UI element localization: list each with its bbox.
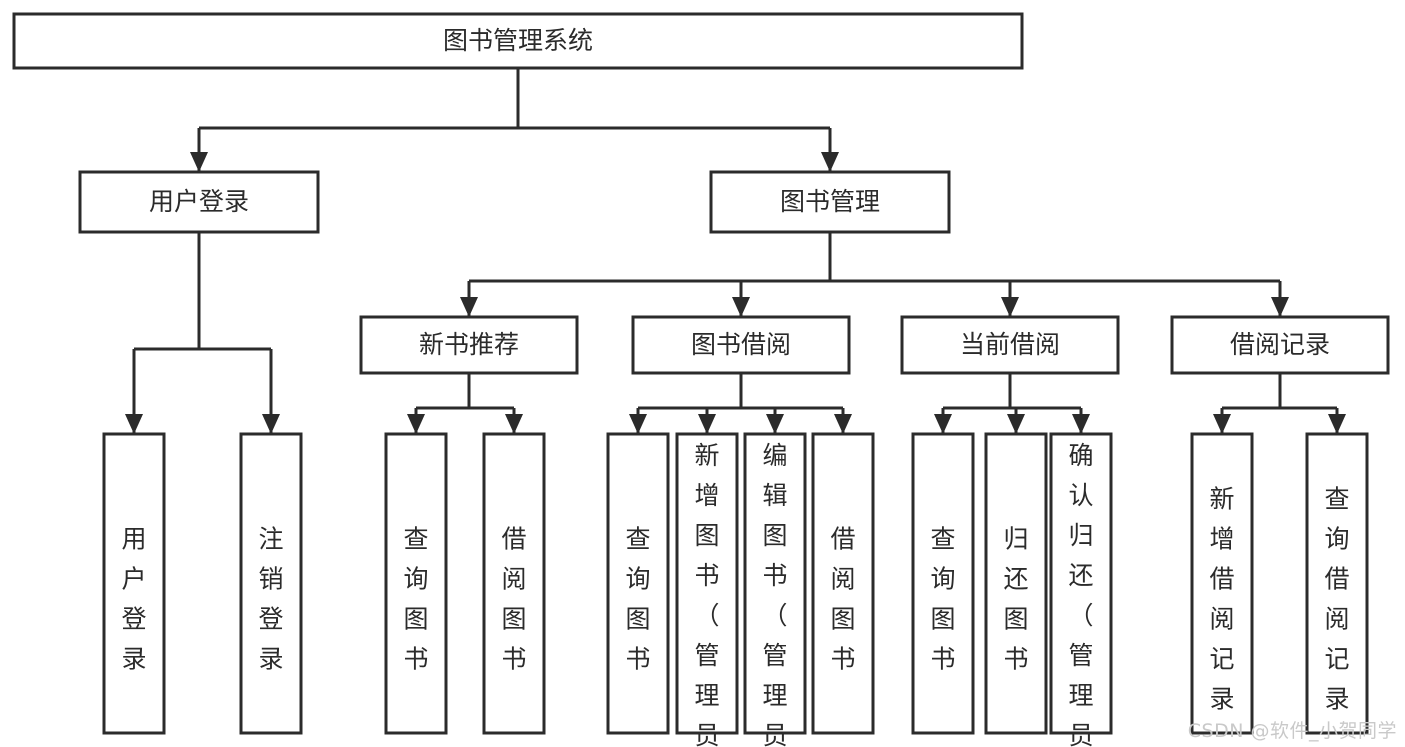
- node-box[interactable]: [1049, 432, 1113, 735]
- node-box[interactable]: [1170, 315, 1390, 375]
- node-label-vertical: 新增图书（管理员）: [694, 441, 719, 747]
- arrowhead-icon: [190, 152, 208, 172]
- node-box[interactable]: [359, 315, 579, 375]
- node-label-vertical: 借阅图书: [501, 525, 526, 674]
- node-label-vertical: 查询图书: [403, 525, 428, 674]
- node-label-vertical: 注销登录: [258, 525, 283, 674]
- node-label-vertical: 查询图书: [930, 525, 955, 674]
- arrowhead-icon: [505, 414, 523, 434]
- node-book-borrow[interactable]: 图书借阅: [631, 315, 851, 375]
- arrowhead-icon: [262, 414, 280, 434]
- arrowhead-icon: [1271, 297, 1289, 317]
- node-add-borrow-record[interactable]: 新增借阅记录: [1190, 432, 1254, 735]
- node-label: 用户登录: [149, 187, 249, 216]
- node-label: 图书管理系统: [443, 26, 593, 55]
- node-book-manage[interactable]: 图书管理: [709, 170, 951, 234]
- arrowhead-icon: [407, 414, 425, 434]
- node-new-book-recommend[interactable]: 新书推荐: [359, 315, 579, 375]
- arrowhead-icon: [732, 297, 750, 317]
- arrowhead-icon: [1328, 414, 1346, 434]
- arrowhead-icon: [834, 414, 852, 434]
- arrowhead-icon: [1001, 297, 1019, 317]
- node-current-borrow[interactable]: 当前借阅: [900, 315, 1120, 375]
- arrowhead-icon: [698, 414, 716, 434]
- node-layer: 图书管理系统用户登录用户登录注销登录图书管理新书推荐查询图书借阅图书图书借阅查询…: [12, 12, 1390, 747]
- node-box[interactable]: [1305, 432, 1369, 735]
- node-borrow-record[interactable]: 借阅记录: [1170, 315, 1390, 375]
- node-label-vertical: 查询图书: [625, 525, 650, 674]
- node-label-vertical: 用户登录: [121, 525, 146, 674]
- node-root[interactable]: 图书管理系统: [12, 12, 1024, 70]
- node-user-login-leaf[interactable]: 用户登录: [102, 432, 166, 735]
- node-label-vertical: 编辑图书（管理员）: [762, 441, 787, 747]
- node-label-vertical: 借阅图书: [830, 525, 855, 674]
- node-label: 新书推荐: [419, 330, 519, 359]
- node-borrow-book-1[interactable]: 借阅图书: [482, 432, 546, 735]
- node-confirm-return-admin[interactable]: 确认归还（管理员）: [1049, 432, 1113, 747]
- node-label: 图书借阅: [691, 330, 791, 359]
- node-box[interactable]: [811, 432, 875, 735]
- node-box[interactable]: [911, 432, 975, 735]
- arrowhead-icon: [1072, 414, 1090, 434]
- node-box[interactable]: [709, 170, 951, 234]
- arrowhead-icon: [460, 297, 478, 317]
- node-label-vertical: 新增借阅记录: [1209, 485, 1234, 714]
- arrowhead-icon: [125, 414, 143, 434]
- node-label: 图书管理: [780, 187, 880, 216]
- node-box[interactable]: [631, 315, 851, 375]
- node-box[interactable]: [239, 432, 303, 735]
- node-box[interactable]: [675, 432, 739, 735]
- node-borrow-book-2[interactable]: 借阅图书: [811, 432, 875, 735]
- node-edit-book-admin[interactable]: 编辑图书（管理员）: [743, 432, 807, 747]
- connector-layer: [125, 68, 1346, 434]
- node-box[interactable]: [12, 12, 1024, 70]
- node-user-logout-leaf[interactable]: 注销登录: [239, 432, 303, 735]
- node-box[interactable]: [743, 432, 807, 735]
- arrowhead-icon: [766, 414, 784, 434]
- node-box[interactable]: [606, 432, 670, 735]
- node-box[interactable]: [1190, 432, 1254, 735]
- node-label-vertical: 查询借阅记录: [1324, 485, 1349, 714]
- node-box[interactable]: [78, 170, 320, 234]
- arrowhead-icon: [821, 152, 839, 172]
- node-query-book-1[interactable]: 查询图书: [384, 432, 448, 735]
- node-label-vertical: 确认归还（管理员）: [1068, 441, 1093, 747]
- node-box[interactable]: [384, 432, 448, 735]
- node-query-book-2[interactable]: 查询图书: [606, 432, 670, 735]
- node-return-book[interactable]: 归还图书: [984, 432, 1048, 735]
- arrowhead-icon: [1213, 414, 1231, 434]
- node-label: 当前借阅: [960, 330, 1060, 359]
- node-box[interactable]: [102, 432, 166, 735]
- node-query-book-3[interactable]: 查询图书: [911, 432, 975, 735]
- node-label-vertical: 归还图书: [1003, 525, 1028, 674]
- node-box[interactable]: [900, 315, 1120, 375]
- node-box[interactable]: [984, 432, 1048, 735]
- csdn-watermark: CSDN @软件_小贺同学: [1187, 720, 1397, 742]
- node-add-book-admin[interactable]: 新增图书（管理员）: [675, 432, 739, 747]
- node-label: 借阅记录: [1230, 330, 1330, 359]
- node-user-login[interactable]: 用户登录: [78, 170, 320, 234]
- arrowhead-icon: [934, 414, 952, 434]
- arrowhead-icon: [629, 414, 647, 434]
- node-box[interactable]: [482, 432, 546, 735]
- node-query-borrow-record[interactable]: 查询借阅记录: [1305, 432, 1369, 735]
- arrowhead-icon: [1007, 414, 1025, 434]
